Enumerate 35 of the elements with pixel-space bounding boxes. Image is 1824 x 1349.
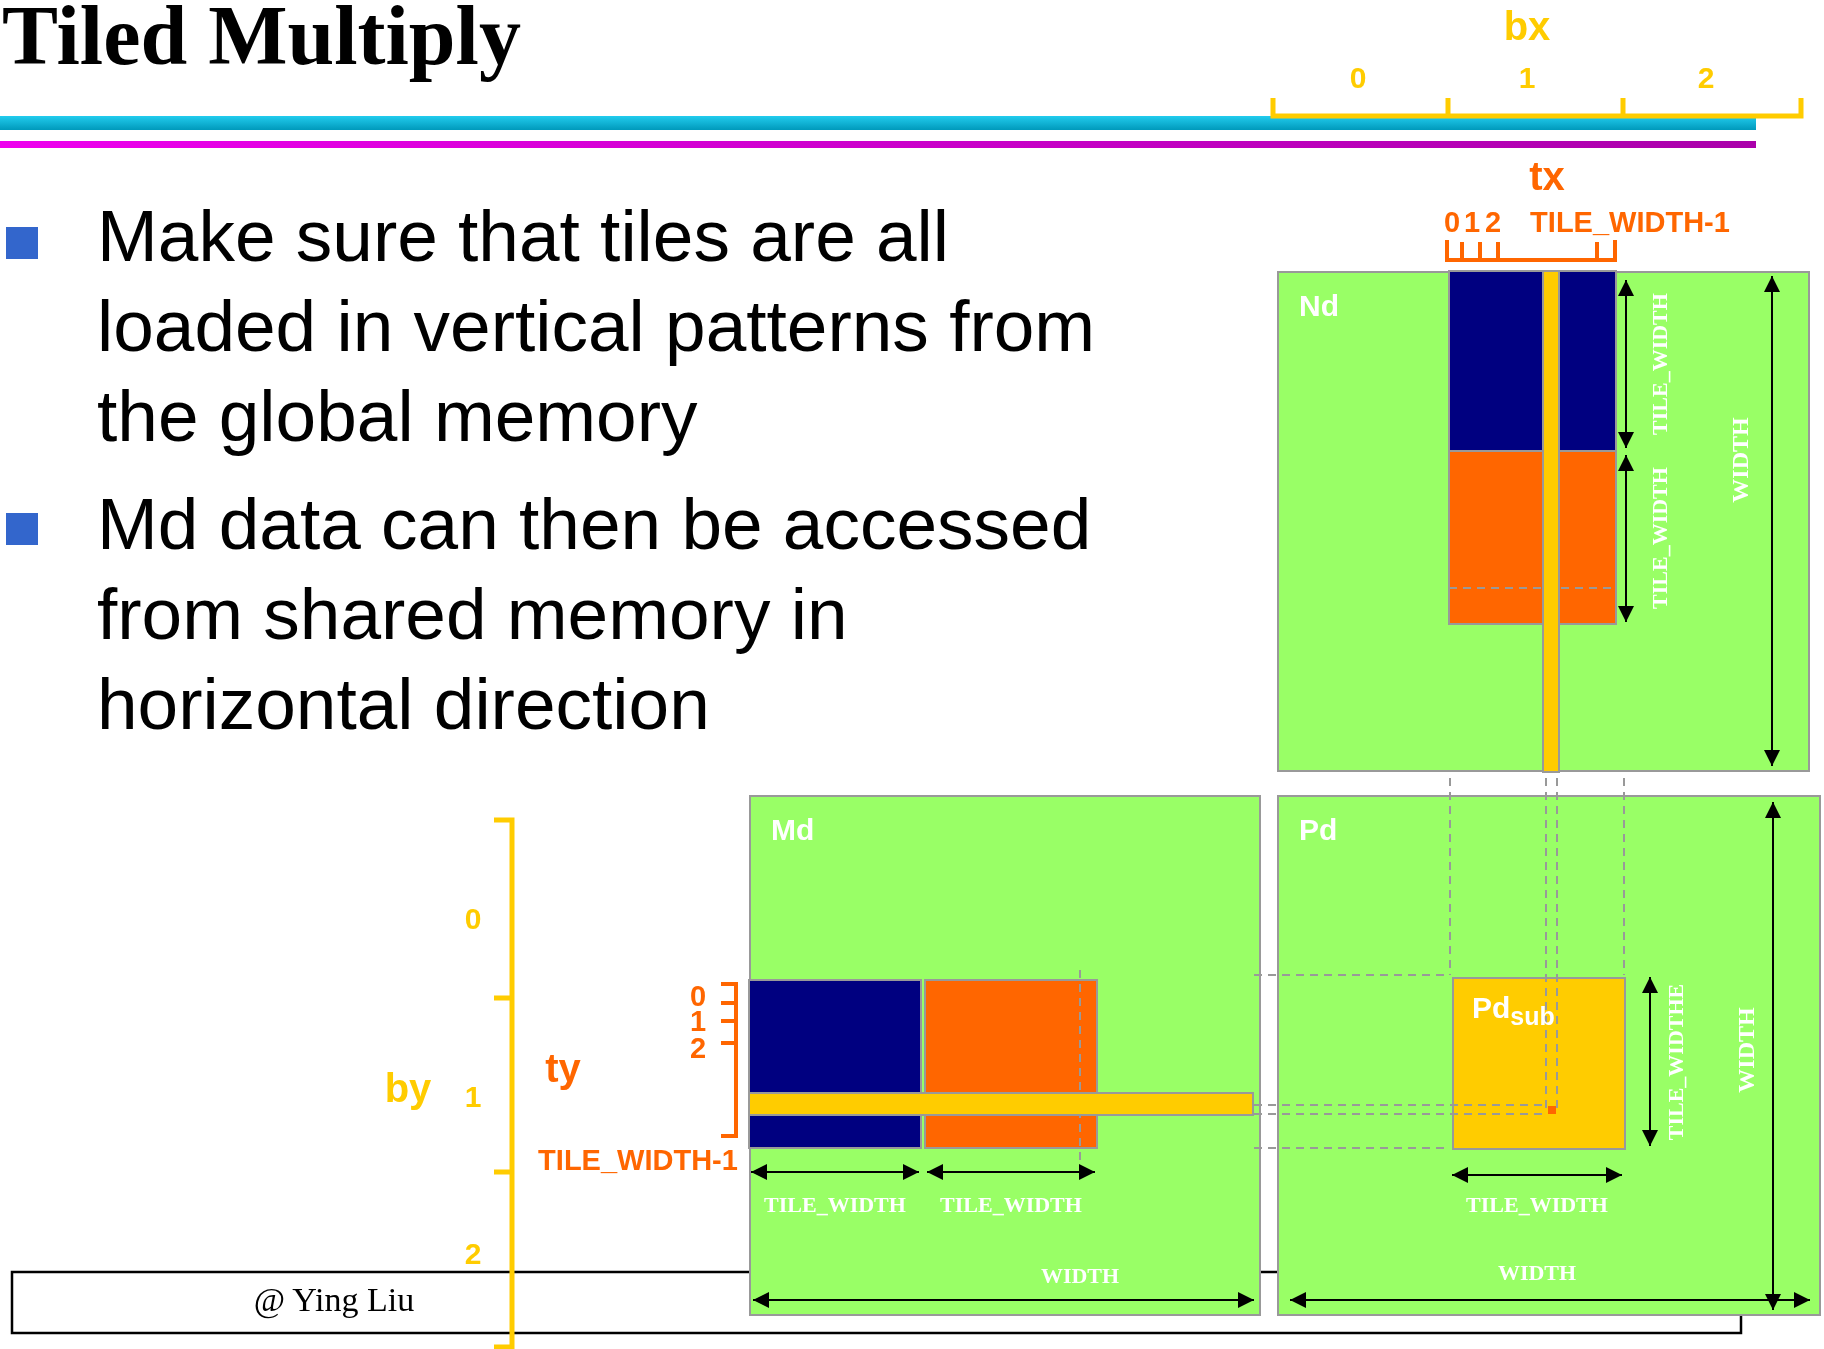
credit-text: @ Ying Liu bbox=[253, 1283, 415, 1317]
axis-name: bx bbox=[1503, 6, 1551, 46]
index-label: TILE_WIDTH-1 bbox=[1530, 207, 1730, 237]
bullet-text: Make sure that tiles are all loaded in vertical patterns from the global memory bbox=[97, 194, 1097, 458]
index-number: 1 bbox=[1463, 207, 1481, 237]
index-number: 2 bbox=[464, 1239, 482, 1269]
matrix-box bbox=[1277, 795, 1821, 1316]
dimension-label: TILE_WIDTH bbox=[764, 1194, 906, 1216]
dimension-label: TILE_WIDTH bbox=[1649, 293, 1671, 435]
axis-name: ty bbox=[545, 1048, 581, 1088]
dimension-label: WIDTH bbox=[1728, 417, 1752, 503]
bullet-text: Md data can then be accessed from shared memory in horizontal direction bbox=[97, 482, 1093, 746]
index-number: 0 bbox=[1443, 207, 1461, 237]
index-number: 0 bbox=[1349, 63, 1367, 93]
dimension-label: WIDTH bbox=[1497, 1262, 1577, 1284]
matrix-label: Md bbox=[771, 813, 815, 847]
index-number: 1 bbox=[464, 1082, 482, 1112]
axis-name: by bbox=[384, 1068, 432, 1108]
dimension-label: TILE_WIDTH bbox=[1466, 1194, 1608, 1216]
axis-name: tx bbox=[1529, 156, 1565, 196]
index-number: 0 bbox=[464, 904, 482, 934]
index-number: 2 bbox=[1697, 63, 1715, 93]
dimension-label: WIDTH bbox=[1734, 1007, 1758, 1093]
index-number: 1 bbox=[1518, 63, 1536, 93]
dimension-label: TILE_WIDTH bbox=[940, 1194, 1082, 1216]
tile-box bbox=[1452, 977, 1626, 1150]
dimension-label: TILE_WIDTH bbox=[1649, 467, 1671, 609]
dimension-label: WIDTH bbox=[1040, 1265, 1120, 1287]
matrix-label: Pd bbox=[1299, 813, 1338, 847]
dimension-label: TILE_WIDTHE bbox=[1665, 983, 1687, 1141]
tile-label: Pd$_{sub}$ bbox=[1472, 991, 1555, 1031]
matrix-label: Nd bbox=[1299, 289, 1339, 323]
index-number: 2 bbox=[689, 1033, 707, 1063]
index-number: 2 bbox=[1484, 207, 1502, 237]
index-label: TILE_WIDTH-1 bbox=[538, 1145, 738, 1175]
